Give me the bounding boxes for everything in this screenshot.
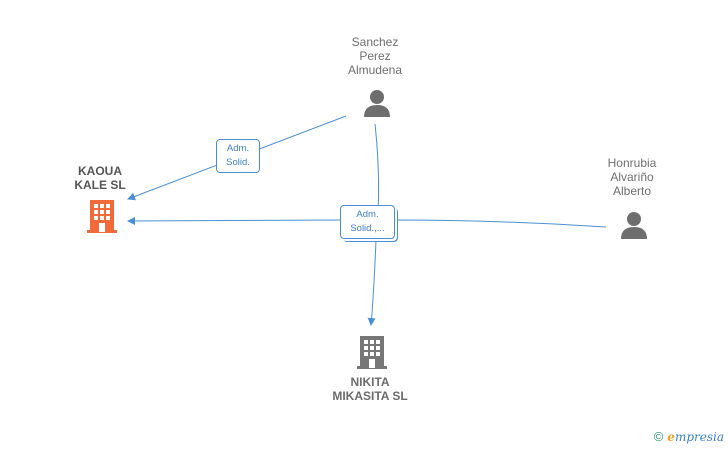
- edge-label-group[interactable]: Adm. Solid.,...: [340, 205, 395, 239]
- empresia-logo[interactable]: empresia: [667, 429, 724, 444]
- edge-honrubia-to-hub: [391, 219, 607, 228]
- footer-watermark: © empresia: [654, 429, 724, 444]
- edge-label-sanchez-kaoua[interactable]: Adm. Solid.: [216, 139, 260, 173]
- edge-hub-to-nikita: [367, 239, 377, 326]
- edge-hub-to-kaoua: [127, 216, 343, 225]
- node-label-honrubia: Honrubia Alvariño Alberto: [607, 156, 657, 198]
- copyright-icon: ©: [653, 429, 664, 444]
- person-icon[interactable]: [362, 88, 392, 118]
- building-icon[interactable]: [86, 198, 118, 234]
- node-label-sanchez: Sanchez Perez Almudena: [347, 35, 403, 77]
- node-label-nikita: NIKITA MIKASITA SL: [332, 375, 408, 403]
- node-label-kaoua: KAOUA KALE SL: [74, 164, 126, 192]
- person-icon[interactable]: [619, 210, 649, 240]
- building-icon[interactable]: [356, 334, 388, 370]
- edge-sanchez-to-hub: [374, 123, 380, 213]
